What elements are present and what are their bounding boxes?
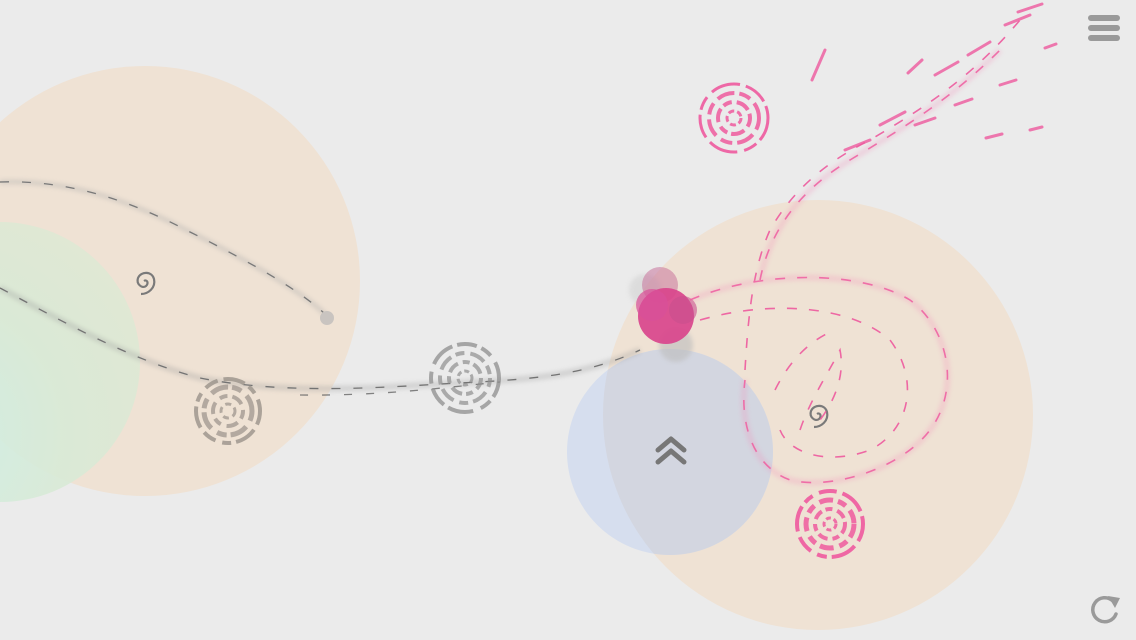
target-ring-pink-bottom bbox=[795, 489, 865, 559]
trajectory-end-dot bbox=[320, 311, 334, 325]
target-ring-grey-left bbox=[194, 377, 262, 445]
spiral-icon-left bbox=[136, 271, 156, 296]
restart-arrow-icon bbox=[1091, 596, 1120, 624]
spiral-icon-right bbox=[809, 404, 829, 429]
boost-button[interactable] bbox=[648, 428, 694, 474]
pink-trail-glow bbox=[688, 47, 1003, 486]
restart-button[interactable] bbox=[1086, 590, 1126, 630]
menu-button[interactable] bbox=[1086, 12, 1124, 46]
hamburger-menu-icon bbox=[1088, 15, 1120, 41]
target-ring-pink-top bbox=[698, 82, 770, 154]
player-blob-pink[interactable] bbox=[629, 267, 697, 362]
gravity-field-green bbox=[0, 222, 140, 502]
target-ring-grey-center bbox=[429, 342, 501, 414]
pink-particles bbox=[810, 2, 1058, 152]
double-chevron-up-icon bbox=[655, 436, 687, 465]
